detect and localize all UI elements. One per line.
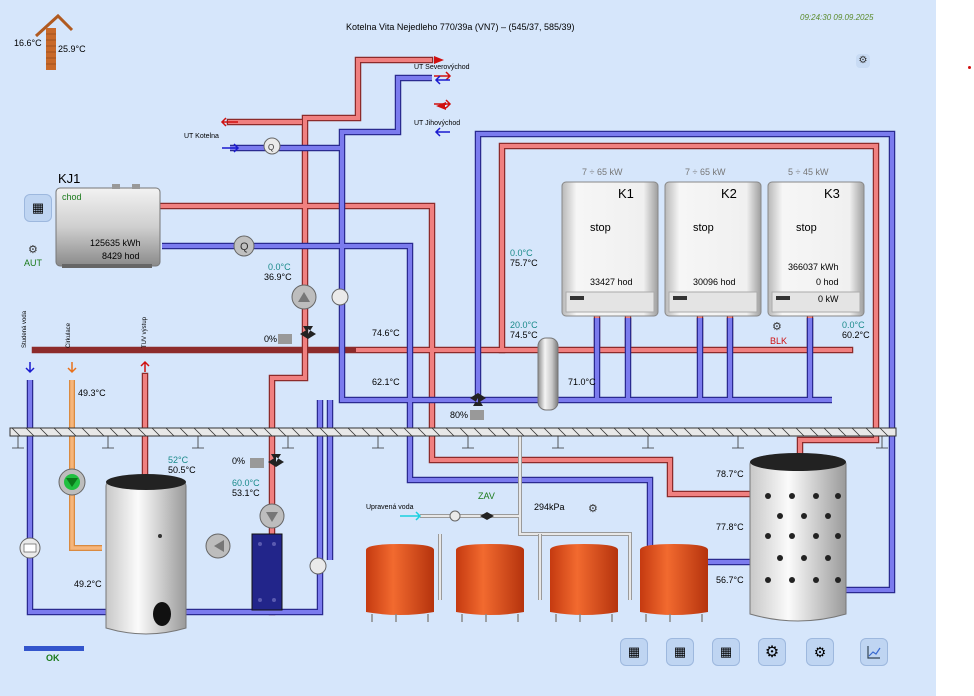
makeup-valve-state: ZAV	[478, 491, 495, 501]
indicator-dot	[968, 66, 971, 69]
valve-2-position: 0%	[232, 456, 246, 466]
system-settings-button[interactable]: ⚙	[806, 638, 834, 666]
boilers-block-status: BLK	[770, 336, 788, 346]
settings-button[interactable]: ⚙	[758, 638, 786, 666]
k3-out-temp: 60.2°C	[842, 330, 870, 340]
boiler-state: stop	[796, 222, 817, 234]
boiler-hours: 30096 hod	[693, 277, 736, 287]
circuit-boiler-room-label: UT Kotelna	[184, 133, 219, 140]
kj1-gear-icon[interactable]: ⚙	[28, 244, 38, 256]
system-pressure: 294kPa	[534, 502, 565, 512]
header-flow-temp: 74.5°C	[510, 330, 538, 340]
calendar-icon: ▦	[31, 200, 45, 215]
supply-temp: 74.6°C	[372, 328, 400, 338]
piping-diagram: Q Q	[9, 13, 897, 651]
schedule-3-button[interactable]: ▦	[712, 638, 740, 666]
boilers-gear-icon[interactable]: ⚙	[772, 321, 782, 333]
circuit-south-label: UT Jihovýchod	[414, 120, 461, 127]
kj1-schedule-button[interactable]: ▦	[24, 194, 52, 222]
circ-temp: 49.3°C	[78, 388, 106, 398]
return-temp-2: 71.0°C	[568, 377, 596, 387]
cold-water-label: Studená voda	[22, 310, 28, 348]
boiler-name: K3	[824, 186, 840, 201]
tank-bottom-temp: 49.2°C	[74, 579, 102, 589]
boiler-range: 7 ÷ 65 kW	[582, 167, 623, 177]
outdoor-temp-2: 25.9°C	[58, 44, 86, 54]
tank-top-temp: 50.5°C	[168, 465, 196, 475]
gear-icon[interactable]: ⚙	[856, 54, 870, 68]
kj1-energy: 125635 kWh	[90, 238, 141, 248]
return-temp: 62.1°C	[372, 377, 400, 387]
valve-1-position: 0%	[264, 334, 278, 344]
acc-mid-temp: 77.8°C	[716, 522, 744, 532]
boiler-range: 7 ÷ 65 kW	[685, 167, 726, 177]
boiler-energy: 366037 kWh	[788, 262, 839, 272]
calendar-icon: ▦	[673, 644, 687, 659]
chart-icon	[867, 646, 881, 659]
schedule-2-button[interactable]: ▦	[666, 638, 694, 666]
boiler-name: K2	[721, 186, 737, 201]
gear-icon: ⚙	[764, 644, 780, 661]
k3-setpoint: 0.0°C	[842, 320, 865, 330]
calendar-icon: ▦	[719, 644, 733, 659]
valve-3-position: 80%	[450, 410, 469, 420]
header-setpoint: 20.0°C	[510, 320, 538, 330]
status-ok: OK	[46, 653, 60, 663]
manifold-temp-a: 0.0°C	[510, 248, 533, 258]
boiler-state: stop	[590, 222, 611, 234]
clock: 09:24:30 09.09.2025	[800, 13, 874, 22]
tank-setpoint: 52°C	[168, 455, 189, 465]
boiler-state: stop	[693, 222, 714, 234]
circulation-label: Cirkulace	[66, 322, 72, 348]
makeup-water-label: Upravená voda	[366, 504, 414, 511]
circuit-north-label: UT Severovýchod	[414, 64, 470, 71]
hx-temp-a: 60.0°C	[232, 478, 260, 488]
kj1-hours: 8429 hod	[102, 251, 140, 261]
schedule-1-button[interactable]: ▦	[620, 638, 648, 666]
dhw-output-label: TUV výstup	[142, 316, 148, 348]
boiler-power: 0 kW	[818, 294, 839, 304]
trend-button[interactable]	[860, 638, 888, 666]
boiler-hours: 33427 hod	[590, 277, 633, 287]
kj1-rail-return: 36.9°C	[264, 272, 292, 282]
outdoor-temp-1: 16.6°C	[14, 38, 42, 48]
svg-text:Q: Q	[268, 143, 274, 152]
kj1-state: chod	[62, 192, 82, 202]
kj1-mode: AUT	[24, 258, 42, 268]
manifold-temp-b: 75.7°C	[510, 258, 538, 268]
calendar-icon: ▦	[627, 644, 641, 659]
kj1-title: KJ1	[58, 171, 81, 186]
gears-icon: ⚙	[813, 643, 827, 660]
boiler-hours: 0 hod	[816, 277, 839, 287]
svg-text:Q: Q	[240, 241, 249, 253]
acc-top-temp: 78.7°C	[716, 469, 744, 479]
makeup-gear-icon[interactable]: ⚙	[588, 503, 598, 515]
page-title: Kotelna Vita Nejedleho 770/39a (VN7) – (…	[346, 22, 575, 32]
hx-temp-b: 53.1°C	[232, 488, 260, 498]
kj1-rail-flow: 0.0°C	[268, 262, 291, 272]
boiler-range: 5 ÷ 45 kW	[788, 167, 829, 177]
boiler-name: K1	[618, 186, 634, 201]
acc-bottom-temp: 56.7°C	[716, 575, 744, 585]
